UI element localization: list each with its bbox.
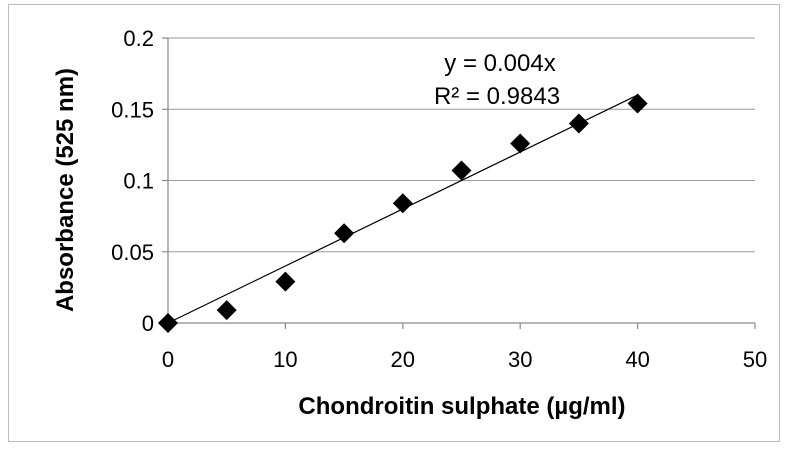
x-tick-label: 40 [625,347,649,372]
y-tick-label: 0.15 [111,97,154,122]
data-point [451,160,472,181]
axes [162,37,756,329]
y-tick-label: 0.05 [111,240,154,265]
data-point [627,93,648,114]
data-point [510,133,531,154]
y-tick-label: 0 [142,311,154,336]
data-point [158,313,178,333]
data-point [568,113,589,134]
x-tick-label: 30 [508,347,532,372]
data-point [216,300,237,321]
data-point [334,223,355,244]
y-tick-label: 0.1 [123,169,154,194]
x-tick-label: 0 [162,347,174,372]
y-tick-label: 0.2 [123,26,154,51]
data-point [392,193,413,214]
y-tick-labels: 0 0.05 0.1 0.15 0.2 [111,26,154,336]
trendline-equation: y = 0.004x [444,50,555,77]
chart-frame [8,4,780,442]
x-tick-labels: 0 10 20 30 40 50 [162,347,767,372]
x-tick-label: 50 [743,347,767,372]
x-tick-label: 20 [391,347,415,372]
data-points [158,93,648,333]
x-axis-title: Chondroitin sulphate (µg/ml) [298,393,625,420]
x-tick-label: 10 [273,347,297,372]
r-squared-label: R² = 0.9843 [434,83,560,110]
data-point [275,271,296,292]
y-axis-title: Absorbance (525 nm) [52,68,79,312]
